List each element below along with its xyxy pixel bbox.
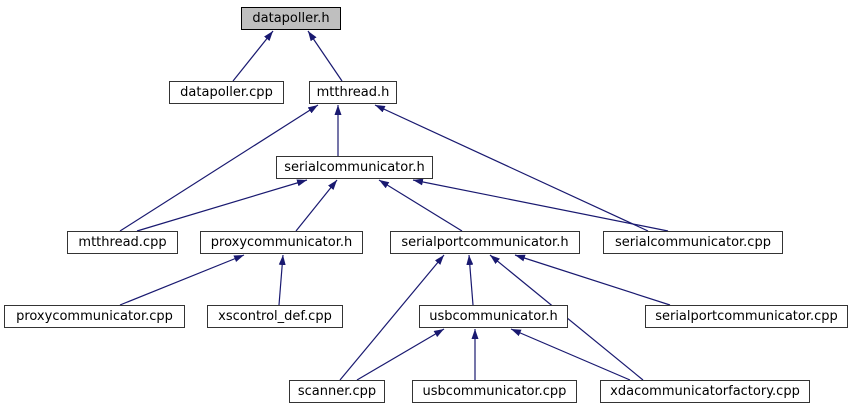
include-edge-proxycommunicator-h-to-serialcommunicator-h — [295, 179, 338, 232]
graph-node-scanner-cpp[interactable]: scanner.cpp — [289, 380, 385, 403]
include-edge-mtthread-cpp-to-serialcommunicator-h — [136, 179, 308, 232]
graph-node-proxycommunicator-cpp[interactable]: proxycommunicator.cpp — [4, 305, 185, 328]
include-edge-serialportcommunicator-cpp-to-serialportcommunicator-h — [514, 254, 671, 306]
graph-node-serialportcommunicator-h[interactable]: serialportcommunicator.h — [390, 231, 580, 254]
graph-node-usbcommunicator-h[interactable]: usbcommunicator.h — [419, 305, 568, 328]
graph-node-serialportcommunicator-cpp[interactable]: serialportcommunicator.cpp — [645, 305, 848, 328]
graph-node-mtthread-h[interactable]: mtthread.h — [309, 81, 397, 104]
graph-node-usbcommunicator-cpp[interactable]: usbcommunicator.cpp — [412, 380, 577, 403]
include-edge-mtthread-cpp-to-mtthread-h — [119, 104, 319, 232]
include-edge-xscontrol_def-cpp-to-proxycommunicator-h — [278, 254, 286, 306]
include-edge-xdacommunicatorfactory-cpp-to-usbcommunicator-h — [510, 328, 631, 381]
include-edge-usbcommunicator-h-to-serialportcommunicator-h — [466, 254, 474, 306]
graph-node-serialcommunicator-h[interactable]: serialcommunicator.h — [276, 156, 433, 179]
graph-node-proxycommunicator-h[interactable]: proxycommunicator.h — [200, 231, 363, 254]
include-edge-proxycommunicator-cpp-to-proxycommunicator-h — [119, 254, 245, 306]
graph-node-datapoller-cpp[interactable]: datapoller.cpp — [169, 81, 284, 104]
graph-node-xdacommunicatorfactory-cpp[interactable]: xdacommunicatorfactory.cpp — [600, 380, 810, 403]
include-edge-serialcommunicator-cpp-to-mtthread-h — [374, 104, 649, 232]
graph-node-serialcommunicator-cpp[interactable]: serialcommunicator.cpp — [603, 231, 783, 254]
graph-node-xscontrol_def-cpp[interactable]: xscontrol_def.cpp — [207, 305, 343, 328]
graph-node-datapoller-h: datapoller.h — [241, 7, 341, 30]
include-edge-datapoller-cpp-to-datapoller-h — [232, 30, 274, 82]
include-edge-serialcommunicator-cpp-to-serialcommunicator-h — [412, 178, 669, 232]
include-edge-scanner-cpp-to-usbcommunicator-h — [356, 328, 445, 381]
graph-node-mtthread-cpp[interactable]: mtthread.cpp — [67, 231, 178, 254]
include-edge-scanner-cpp-to-serialportcommunicator-h — [339, 254, 445, 381]
include-edge-mtthread-h-to-datapoller-h — [307, 30, 343, 82]
include-edge-serialportcommunicator-h-to-serialcommunicator-h — [378, 179, 463, 232]
